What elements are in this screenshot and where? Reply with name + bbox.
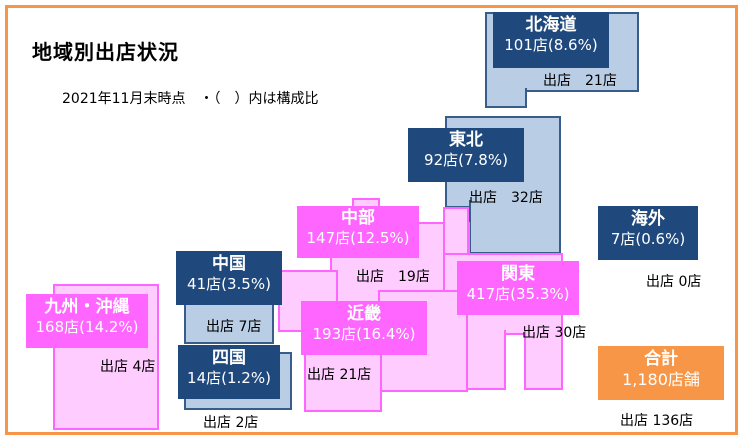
openings-kinki: 出店 21店 (307, 367, 372, 383)
region-label-chugoku: 中国 41店(3.5%) (176, 251, 282, 305)
region-name: 北海道 (525, 15, 577, 35)
total-name: 合計 (644, 349, 678, 369)
region-stores: 92店(7.8%) (424, 151, 508, 170)
region-shape-kanto-right (524, 330, 563, 390)
region-label-kyushu: 九州・沖縄 168店(14.2%) (26, 294, 148, 348)
page-subtitle: 2021年11月末時点 ・（ ）内は構成比 (62, 91, 319, 107)
openings-chugoku: 出店 7店 (206, 319, 262, 335)
region-label-tohoku: 東北 92店(7.8%) (408, 128, 524, 182)
region-name: 中国 (212, 254, 246, 274)
region-name: 四国 (212, 348, 246, 368)
region-stores: 101店(8.6%) (504, 36, 598, 55)
region-name: 中部 (341, 208, 375, 228)
openings-chubu: 出店 19店 (356, 269, 430, 285)
region-stores: 7店(0.6%) (610, 230, 686, 249)
openings-shikoku: 出店 2店 (203, 415, 259, 431)
openings-total: 出店 136店 (620, 413, 694, 429)
region-name: 東北 (449, 130, 483, 150)
region-stores: 41店(3.5%) (187, 275, 271, 294)
region-label-kinki: 近畿 193店(16.4%) (301, 301, 427, 355)
openings-hokkaido: 出店 21店 (543, 73, 617, 89)
region-label-chubu: 中部 147店(12.5%) (297, 206, 419, 258)
region-stores: 193店(16.4%) (312, 325, 416, 344)
region-shape-tohoku-lower (469, 200, 561, 254)
region-stores: 417店(35.3%) (466, 285, 570, 304)
total-stores: 1,180店舗 (622, 370, 700, 390)
region-shape-chubu-east (443, 207, 469, 259)
region-name: 近畿 (347, 304, 381, 324)
region-name: 関東 (501, 264, 535, 284)
openings-tohoku: 出店 32店 (469, 190, 543, 206)
region-stores: 14店(1.2%) (187, 369, 271, 388)
region-label-kanto: 関東 417店(35.3%) (457, 261, 579, 315)
openings-overseas: 出店 0店 (646, 274, 702, 290)
region-label-shikoku: 四国 14店(1.2%) (178, 345, 280, 399)
region-label-hokkaido: 北海道 101店(8.6%) (493, 12, 609, 68)
region-label-overseas: 海外 7店(0.6%) (598, 206, 698, 260)
region-shape-kanto-left (466, 330, 506, 390)
region-stores: 147店(12.5%) (306, 229, 410, 248)
region-name: 海外 (631, 209, 665, 229)
total-label: 合計 1,180店舗 (598, 346, 724, 400)
region-shape-hokkaido-tail (485, 88, 527, 108)
page-title: 地域別出店状況 (32, 40, 179, 64)
openings-kanto: 出店 30店 (522, 325, 587, 341)
chart-frame (5, 5, 738, 435)
region-name: 九州・沖縄 (44, 297, 130, 317)
region-shape-kinki-south (304, 350, 382, 412)
region-stores: 168店(14.2%) (35, 318, 139, 337)
openings-kyushu: 出店 4店 (100, 359, 156, 375)
